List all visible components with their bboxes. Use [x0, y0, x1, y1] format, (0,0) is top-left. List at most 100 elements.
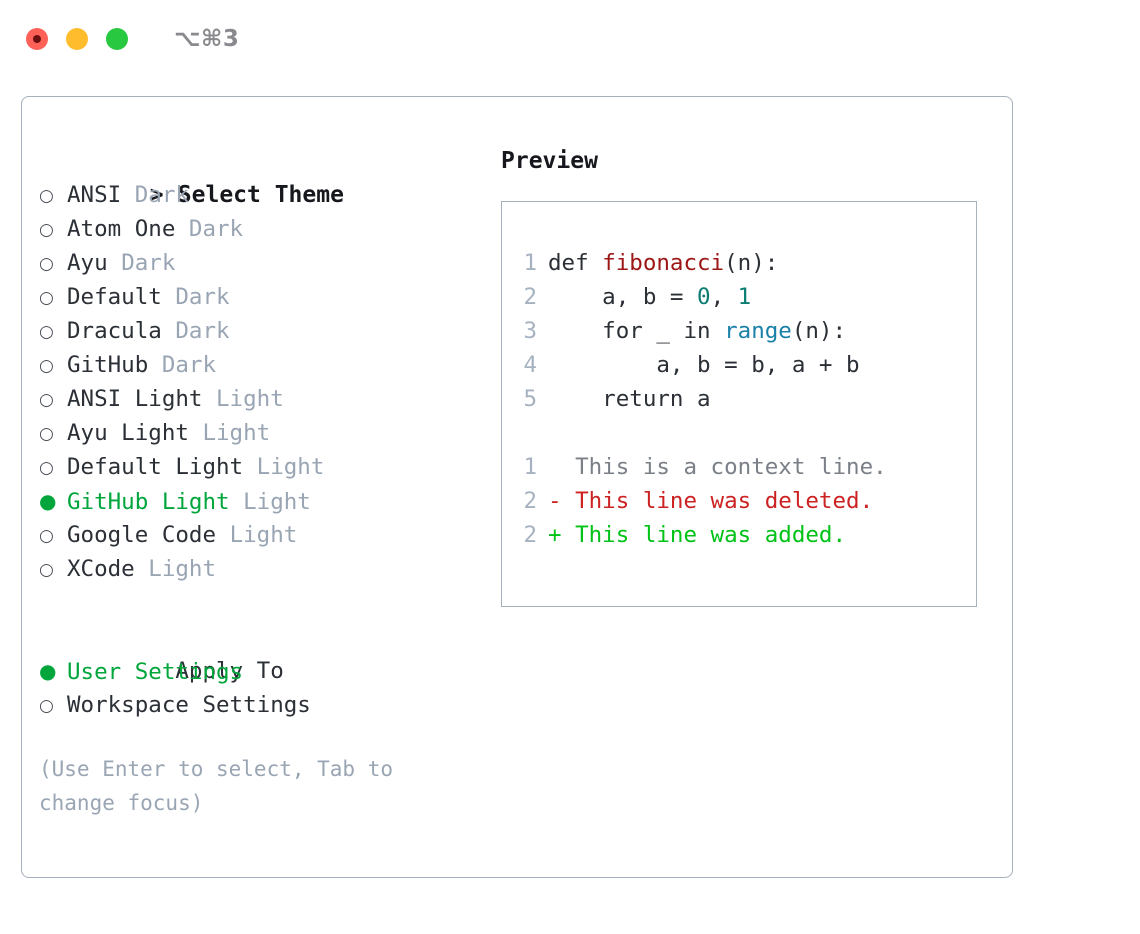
diff-line: 1 This is a context line.: [515, 450, 976, 484]
radio-empty-icon: ○: [39, 424, 54, 444]
line-number: 2: [523, 284, 537, 310]
select-theme-label: Select Theme: [177, 182, 344, 208]
diff-text: This is a context line.: [575, 454, 887, 480]
line-number: 3: [523, 318, 537, 344]
theme-option-tag: Dark: [175, 318, 230, 344]
theme-option-xcode[interactable]: ○ XCode Light: [39, 552, 479, 586]
code-line: 3 for _ in range(n):: [515, 314, 976, 348]
radio-empty-icon: ○: [39, 220, 54, 240]
preview-title: Preview: [501, 148, 598, 174]
line-number: 5: [523, 386, 537, 412]
radio-empty-icon: ○: [39, 696, 54, 716]
theme-option-label: GitHub: [67, 352, 149, 378]
code-token-plain: return a: [548, 386, 711, 412]
diff-marker: [548, 454, 575, 480]
theme-option-tag: Dark: [121, 250, 176, 276]
theme-option-github-light[interactable]: ●GitHub Light Light: [39, 484, 479, 518]
code-token-num: 1: [737, 284, 752, 310]
code-token-plain: def: [548, 250, 603, 276]
theme-option-tag: Dark: [161, 352, 217, 378]
theme-option-tag: Light: [256, 454, 325, 480]
theme-option-tag: Light: [229, 522, 298, 548]
label-tag-gap: [121, 182, 135, 208]
line-number: 1: [523, 250, 537, 276]
apply-to-label: Apply To: [175, 658, 284, 684]
minimize-button[interactable]: [66, 28, 88, 50]
theme-option-ayu[interactable]: ○ Ayu Dark: [39, 246, 479, 280]
theme-option-label: Default Light: [67, 454, 244, 480]
radio-empty-icon: ○: [39, 254, 54, 274]
diff-sample: 1 This is a context line.2- This line wa…: [515, 450, 976, 552]
line-number: 4: [523, 352, 537, 378]
theme-option-label: Ayu Light: [67, 420, 189, 446]
diff-text: This line was added.: [575, 522, 847, 548]
diff-marker: -: [548, 488, 576, 514]
code-line: 5 return a: [515, 382, 976, 416]
radio-empty-icon: ○: [39, 186, 54, 206]
code-token-plain: (n):: [791, 318, 847, 344]
label-tag-gap: [162, 284, 176, 310]
apply-to-option-label: User Settings: [67, 659, 244, 685]
radio-empty-icon: ○: [39, 288, 54, 308]
theme-option-label: XCode: [67, 556, 135, 582]
main-panel: >Select Theme ○ANSI Dark○Atom One Dark○A…: [21, 96, 1013, 878]
label-tag-gap: [202, 386, 216, 412]
theme-option-default[interactable]: ○Default Dark: [39, 280, 479, 314]
theme-selection-column: >Select Theme ○ANSI Dark○Atom One Dark○A…: [39, 144, 479, 820]
theme-option-tag: Light: [216, 386, 284, 412]
label-tag-gap: [175, 216, 189, 242]
theme-option-label: Ayu: [67, 250, 108, 276]
apply-to-option-workspace-settings[interactable]: ○ Workspace Settings: [39, 688, 479, 722]
radio-empty-icon: ○: [39, 356, 54, 376]
caret-icon: >: [149, 182, 164, 208]
label-tag-gap: [135, 556, 149, 582]
apply-to-list: ● User Settings ○ Workspace Settings: [39, 654, 479, 722]
radio-selected-icon: ●: [39, 659, 57, 683]
label-tag-gap: [148, 352, 162, 378]
theme-option-ayu-light[interactable]: ○ Ayu Light Light: [39, 416, 479, 450]
theme-option-label: Google Code: [67, 522, 217, 548]
theme-list: ○ANSI Dark○Atom One Dark○Ayu Dark○Defaul…: [39, 178, 479, 586]
theme-option-label: GitHub Light: [67, 489, 230, 515]
title-bar: ⌥⌘3: [0, 0, 1140, 78]
theme-option-ansi[interactable]: ○ ANSI Dark: [39, 178, 479, 212]
theme-option-atom-one[interactable]: ○Atom One Dark: [39, 212, 479, 246]
theme-option-tag: Light: [243, 489, 311, 515]
theme-option-tag: Light: [202, 420, 271, 446]
code-line: 2 a, b = 0, 1: [515, 280, 976, 314]
theme-option-tag: Dark: [134, 182, 189, 208]
theme-option-default-light[interactable]: ○Default Light Light: [39, 450, 479, 484]
diff-marker: +: [548, 522, 576, 548]
code-spacer: [515, 416, 976, 450]
code-token-fn: fibonacci: [602, 250, 725, 276]
spacer: [39, 586, 479, 620]
theme-option-label: ANSI: [67, 182, 122, 208]
line-number: 1: [523, 454, 537, 480]
code-token-plain: a, b =: [548, 284, 698, 310]
select-theme-header: > Select Theme: [39, 144, 479, 208]
theme-option-tag: Light: [148, 556, 217, 582]
code-token-plain: a, b = b, a + b: [548, 352, 860, 378]
code-line: 4 a, b = b, a + b: [515, 348, 976, 382]
maximize-button[interactable]: [106, 28, 128, 50]
label-tag-gap: [243, 454, 257, 480]
code-token-num: 0: [697, 284, 711, 310]
apply-to-option-label: Workspace Settings: [67, 692, 311, 718]
theme-option-dracula[interactable]: ○Dracula Dark: [39, 314, 479, 348]
theme-option-github[interactable]: ○ GitHub Dark: [39, 348, 479, 382]
close-button[interactable]: [26, 28, 48, 50]
code-token-plain: for _ in: [548, 318, 725, 344]
radio-empty-icon: ○: [39, 560, 54, 580]
theme-option-ansi-light[interactable]: ○ANSI Light Light: [39, 382, 479, 416]
theme-option-google-code[interactable]: ○Google Code Light: [39, 518, 479, 552]
theme-option-tag: Dark: [188, 216, 244, 242]
diff-text: This line was deleted.: [575, 488, 874, 514]
traffic-light-controls: [26, 28, 128, 50]
apply-to-option-user-settings[interactable]: ● User Settings: [39, 654, 479, 688]
label-tag-gap: [189, 420, 203, 446]
